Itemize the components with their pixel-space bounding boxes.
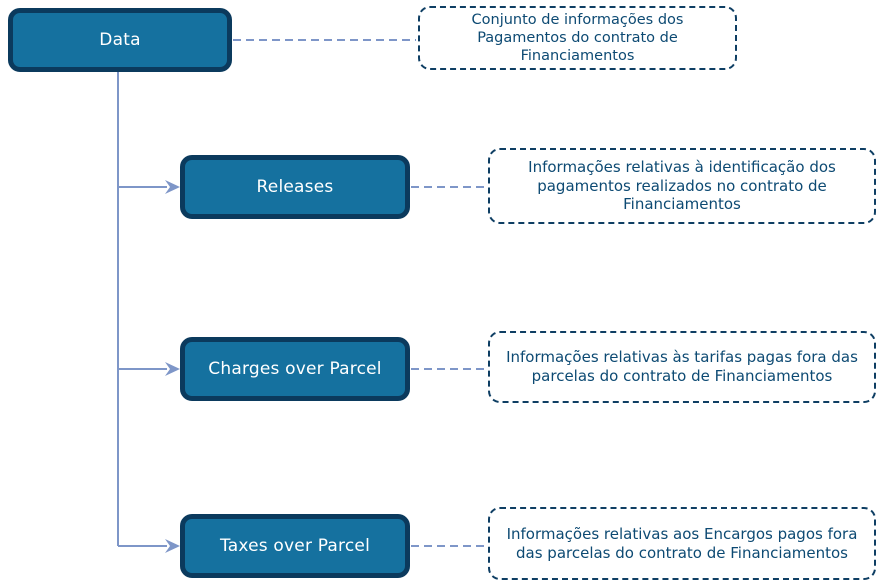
node-releases[interactable]: Releases bbox=[180, 155, 410, 219]
annotation-data-text: Conjunto de informações dos Pagamentos d… bbox=[471, 11, 684, 65]
arrowhead-charges-icon bbox=[165, 362, 180, 376]
node-taxes-over-parcel[interactable]: Taxes over Parcel bbox=[180, 514, 410, 578]
arrowhead-taxes-icon bbox=[165, 539, 180, 553]
node-data[interactable]: Data bbox=[8, 8, 232, 72]
annotation-data: Conjunto de informações dos Pagamentos d… bbox=[418, 6, 737, 70]
node-charges-over-parcel-label: Charges over Parcel bbox=[208, 359, 382, 379]
node-data-label: Data bbox=[99, 30, 141, 50]
node-taxes-over-parcel-label: Taxes over Parcel bbox=[219, 536, 370, 556]
node-releases-label: Releases bbox=[256, 177, 334, 197]
annotation-releases-text: Informações relativas à identificação do… bbox=[528, 157, 836, 214]
annotation-taxes-over-parcel-text: Informações relativas aos Encargos pagos… bbox=[506, 524, 858, 562]
arrowhead-releases-icon bbox=[165, 180, 180, 194]
annotation-charges-over-parcel-text: Informações relativas às tarifas pagas f… bbox=[506, 348, 858, 385]
annotation-taxes-over-parcel: Informações relativas aos Encargos pagos… bbox=[488, 507, 876, 580]
annotation-charges-over-parcel: Informações relativas às tarifas pagas f… bbox=[488, 331, 876, 403]
annotation-releases: Informações relativas à identificação do… bbox=[488, 148, 876, 224]
node-charges-over-parcel[interactable]: Charges over Parcel bbox=[180, 337, 410, 401]
